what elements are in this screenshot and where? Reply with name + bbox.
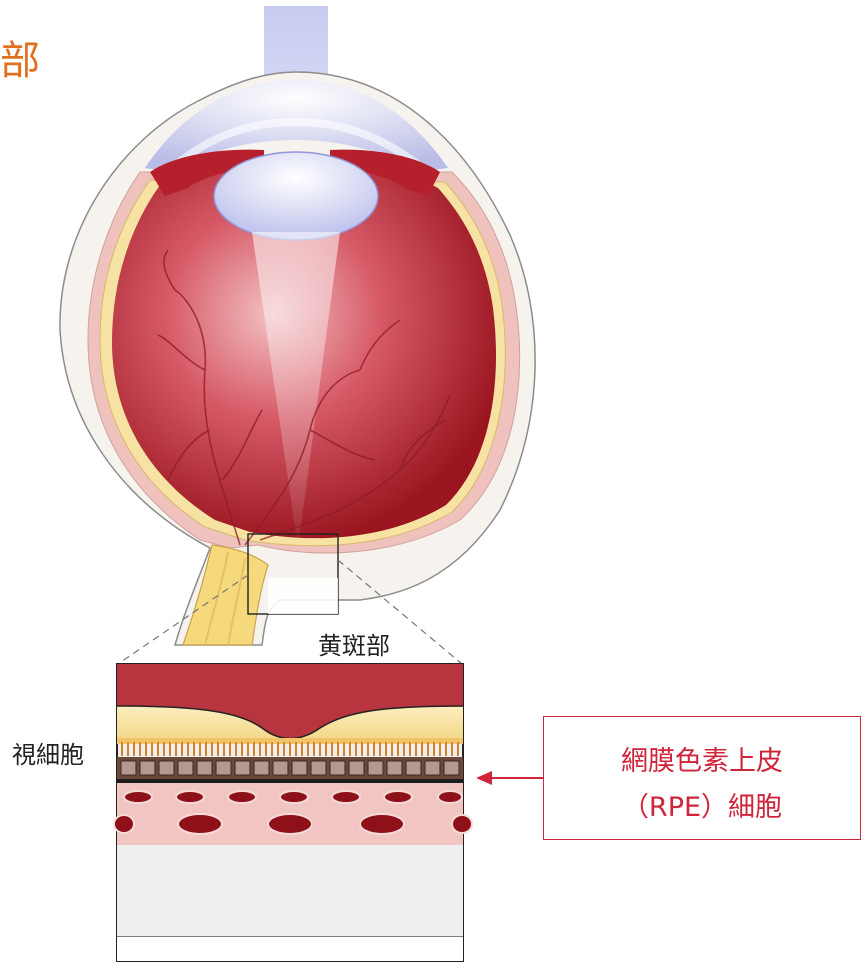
photoreceptor-label: 視細胞	[12, 735, 84, 770]
macula-label: 黄斑部	[318, 626, 390, 661]
rpe-annotation-box: 網膜色素上皮 （RPE）細胞	[543, 716, 861, 840]
page-title-fragment: 部	[0, 28, 40, 86]
lens	[214, 152, 378, 240]
rpe-label-line1: 網膜色素上皮	[544, 739, 860, 778]
retina-cross-section	[114, 664, 472, 961]
rpe-label-line2: （RPE）細胞	[544, 785, 860, 824]
